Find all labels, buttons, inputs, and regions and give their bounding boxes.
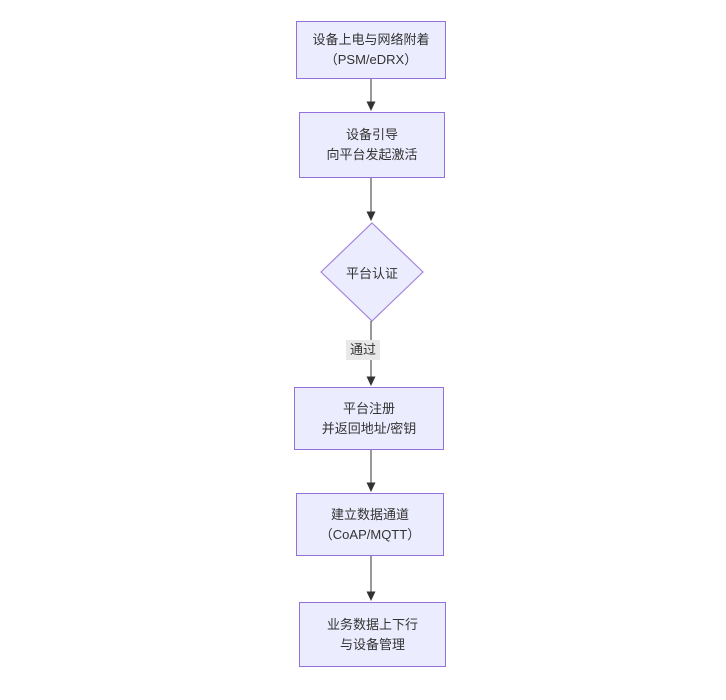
arrowhead-icon	[366, 211, 376, 221]
node-label-line: （CoAP/MQTT）	[319, 526, 421, 542]
node-business-data: 业务数据上下行 与设备管理	[299, 602, 446, 667]
edge-bootstrap-to-auth	[366, 178, 376, 221]
node-platform-auth: 平台认证	[321, 223, 423, 321]
node-label-line: 业务数据上下行	[326, 616, 418, 632]
arrowhead-icon	[366, 376, 376, 386]
node-bootstrap: 设备引导 向平台发起激活	[299, 112, 445, 178]
arrowhead-icon	[366, 482, 376, 492]
node-platform-register: 平台注册 并返回地址/密钥	[294, 387, 444, 450]
node-label-line: 建立数据通道	[330, 506, 409, 522]
node-power-attach: 设备上电与网络附着 （PSM/eDRX）	[296, 21, 446, 79]
arrowhead-icon	[366, 101, 376, 111]
node-platform-auth-shape	[320, 222, 424, 322]
node-label-line: 向平台发起激活	[326, 147, 418, 162]
node-label-line: 平台注册	[342, 400, 395, 416]
node-label-line: 并返回地址/密钥	[321, 420, 417, 436]
node-data-channel: 建立数据通道 （CoAP/MQTT）	[296, 493, 444, 556]
node-label-line: （PSM/eDRX）	[324, 52, 418, 67]
edge-register-to-channel	[366, 450, 376, 492]
arrowhead-icon	[366, 591, 376, 601]
edge-power-to-bootstrap	[366, 79, 376, 111]
node-label-line: 与设备管理	[339, 636, 405, 652]
edge-channel-to-business	[366, 556, 376, 601]
edge-label-pass: 通过	[345, 340, 381, 360]
node-label-line: 设备上电与网络附着	[312, 32, 430, 47]
node-label-line: 平台认证	[345, 265, 398, 281]
node-label-line: 设备引导	[345, 127, 398, 142]
